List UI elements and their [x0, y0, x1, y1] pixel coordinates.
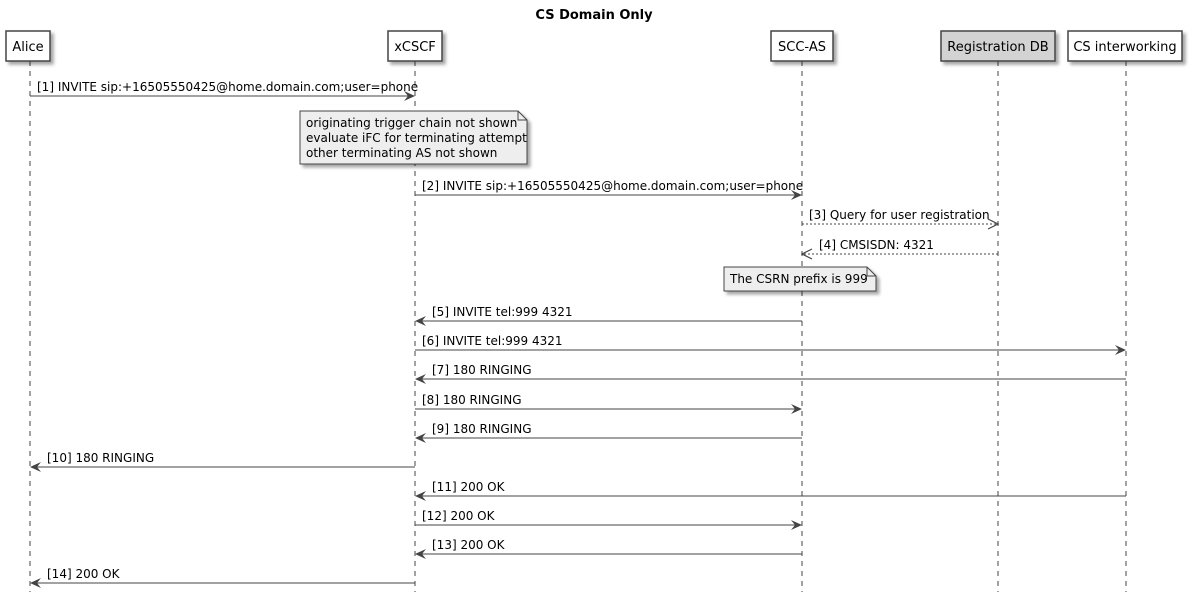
message-label: [1] INVITE sip:+16505550425@home.domain.… [37, 80, 418, 94]
arrowhead [791, 190, 802, 200]
message-label: [13] 200 OK [432, 538, 506, 552]
participant-csiw: CS interworking [1067, 30, 1183, 62]
arrowhead [791, 520, 802, 530]
arrowhead [415, 316, 426, 326]
participant-box [387, 30, 443, 62]
participant-label: CS interworking [1073, 40, 1176, 55]
lifelines [29, 61, 1127, 592]
notes: originating trigger chain not shownevalu… [299, 110, 877, 292]
arrowhead [30, 462, 41, 472]
message-14: [14] 200 OK [30, 567, 415, 588]
participant-regdb: Registration DB [940, 30, 1056, 62]
message-7: [7] 180 RINGING [415, 363, 1126, 384]
note-line: other terminating AS not shown [306, 146, 497, 160]
note-box [723, 266, 877, 292]
message-6: [6] INVITE tel:999 4321 [415, 334, 1126, 355]
note-1: originating trigger chain not shownevalu… [299, 110, 528, 165]
message-3: [3] Query for user registration [802, 208, 1000, 230]
message-label: [4] CMSISDN: 4321 [819, 238, 934, 252]
arrowhead [404, 91, 415, 101]
message-5: [5] INVITE tel:999 4321 [415, 305, 802, 326]
participant-label: SCC-AS [778, 40, 826, 55]
message-8: [8] 180 RINGING [415, 393, 802, 414]
arrowhead [30, 578, 41, 588]
arrowhead [791, 404, 802, 414]
arrowhead [415, 433, 426, 443]
message-label: [14] 200 OK [47, 567, 121, 581]
arrowhead [415, 374, 426, 384]
message-label: [2] INVITE sip:+16505550425@home.domain.… [422, 179, 803, 193]
message-label: [12] 200 OK [422, 509, 496, 523]
message-12: [12] 200 OK [415, 509, 802, 530]
diagram-title: CS Domain Only [535, 8, 653, 23]
note-fold [517, 111, 527, 121]
arrowhead [415, 549, 426, 559]
message-label: [10] 180 RINGING [47, 451, 154, 465]
message-label: [6] INVITE tel:999 4321 [422, 334, 563, 348]
messages: [1] INVITE sip:+16505550425@home.domain.… [30, 80, 1126, 588]
message-11: [11] 200 OK [415, 480, 1126, 501]
note-line: The CSRN prefix is 999 [729, 272, 868, 286]
participant-label: xCSCF [394, 40, 436, 55]
message-label: [5] INVITE tel:999 4321 [432, 305, 573, 319]
message-13: [13] 200 OK [415, 538, 802, 559]
message-9: [9] 180 RINGING [415, 422, 802, 443]
note-fold [866, 267, 876, 277]
message-10: [10] 180 RINGING [30, 451, 415, 472]
message-2: [2] INVITE sip:+16505550425@home.domain.… [415, 179, 803, 200]
participant-label: Registration DB [947, 40, 1048, 55]
participant-sccas: SCC-AS [770, 30, 834, 62]
message-label: [7] 180 RINGING [432, 363, 532, 377]
message-4: [4] CMSISDN: 4321 [800, 238, 998, 260]
arrowhead [1115, 345, 1126, 355]
participant-xcscf: xCSCF [387, 30, 443, 62]
message-label: [3] Query for user registration [809, 208, 990, 222]
message-label: [9] 180 RINGING [432, 422, 532, 436]
note-line: evaluate iFC for terminating attempt [306, 131, 527, 145]
participant-alice: Alice [5, 30, 51, 62]
message-1: [1] INVITE sip:+16505550425@home.domain.… [30, 80, 418, 101]
participant-box [5, 30, 51, 62]
message-label: [8] 180 RINGING [422, 393, 522, 407]
arrowhead [987, 218, 1000, 230]
participant-label: Alice [12, 40, 43, 55]
arrowhead [415, 491, 426, 501]
participant-box [940, 30, 1056, 62]
note-line: originating trigger chain not shown [306, 116, 517, 130]
note-2: The CSRN prefix is 999 [723, 266, 877, 292]
participants: Alice xCSCF SCC-AS Registration DB CS interw… [5, 30, 1183, 62]
participant-box [770, 30, 834, 62]
message-label: [11] 200 OK [432, 480, 506, 494]
arrowhead [800, 248, 813, 260]
participant-box [1067, 30, 1183, 62]
note-box [299, 110, 528, 165]
